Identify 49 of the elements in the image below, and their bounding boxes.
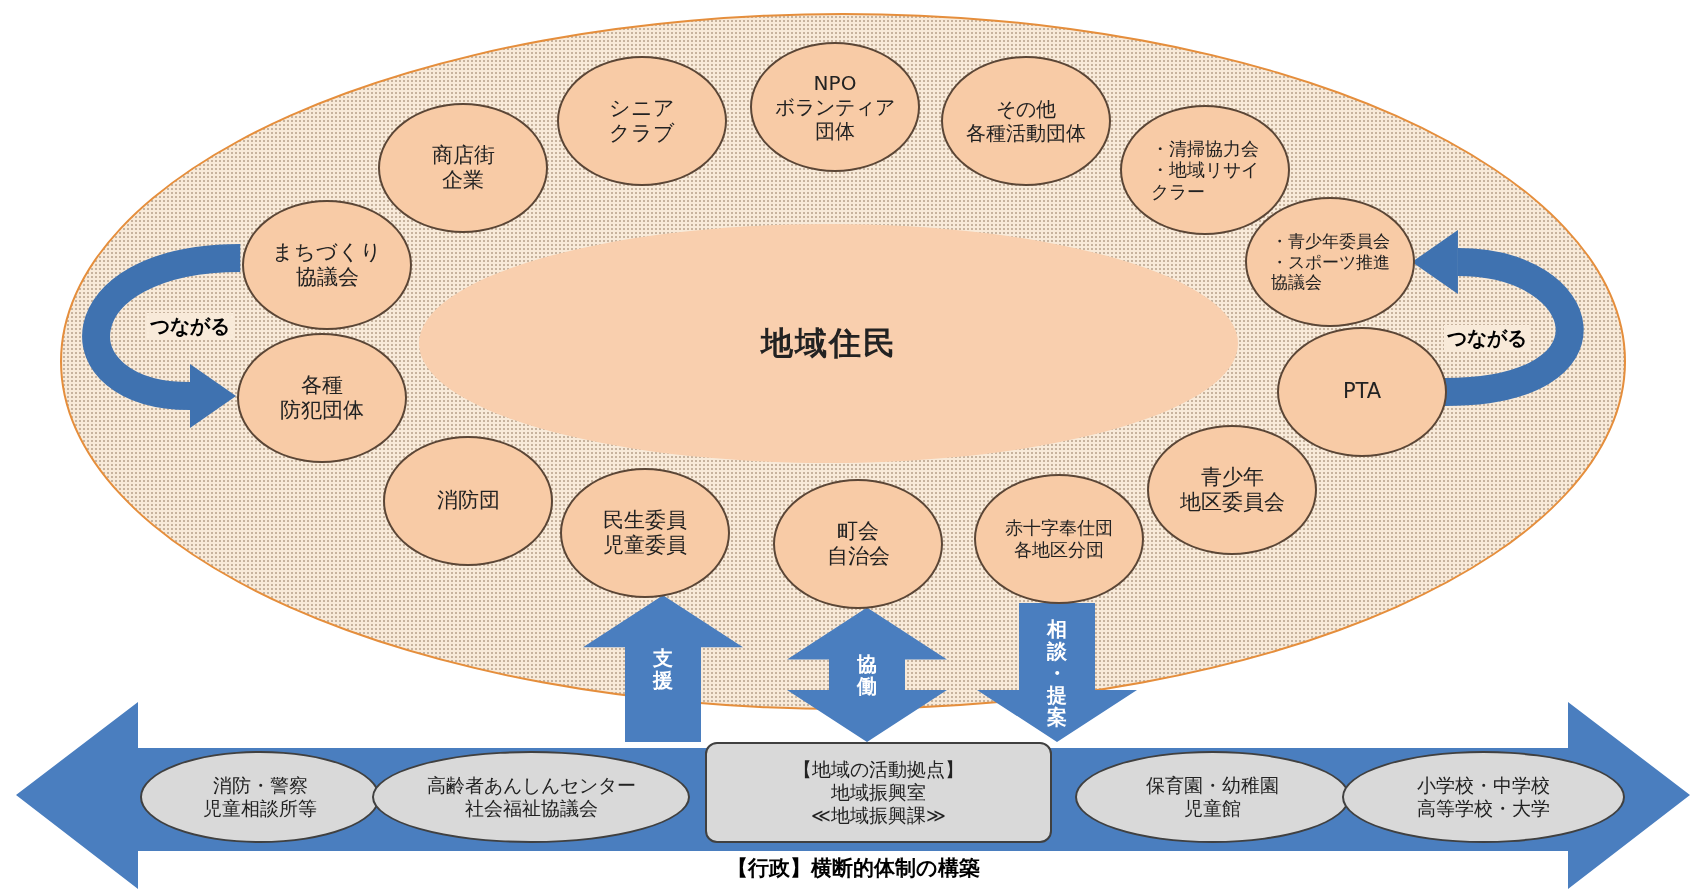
edge-label: 相談・提案: [1047, 617, 1067, 728]
group-circle: [1245, 197, 1415, 327]
group-circle: [237, 333, 407, 463]
group-circle: [1277, 327, 1447, 457]
node-label: 【地域の活動拠点】: [793, 758, 964, 782]
node-label: 赤十字奉仕団各地区分団: [1005, 517, 1113, 561]
group-circle: [242, 200, 412, 330]
node-label: NPOボランティア団体: [775, 71, 895, 143]
arrow: [977, 603, 1137, 742]
group-circle: [1147, 425, 1317, 555]
group-circle: [557, 56, 727, 186]
node-label: 町会自治会: [826, 518, 890, 570]
group-circle: [560, 468, 730, 598]
node-label: 消防団: [436, 488, 500, 514]
node-label: ・青少年委員会: [1270, 231, 1390, 252]
node-label: ・スポーツ推進協議会: [1270, 251, 1390, 293]
edge-label: つながる: [1444, 324, 1530, 352]
node-label: ≪地域振興課≫: [811, 803, 946, 827]
arrow: [787, 607, 947, 742]
node-label: 民生委員児童委員: [603, 507, 687, 559]
node-label: 消防・警察児童相談所等: [203, 774, 317, 820]
node-label: 地域振興室: [831, 781, 926, 804]
group-circle: [974, 474, 1144, 604]
node-label: 高齢者あんしんセンター社会福祉協議会: [426, 774, 636, 820]
edge-label: 支援: [653, 646, 673, 691]
edge-label: 協働: [857, 652, 877, 697]
node-label: 青少年地区委員会: [1179, 464, 1285, 516]
node-label: 保育園・幼稚園児童館: [1145, 774, 1279, 820]
node-label: その他各種活動団体: [966, 97, 1086, 145]
group-circle: [773, 479, 943, 609]
center-label: 地域住民: [760, 324, 897, 363]
node-label: ・清掃協力会: [1151, 137, 1259, 160]
arrow: [583, 595, 743, 742]
node-label: 各種防犯団体: [280, 372, 364, 424]
node-label: PTA: [1342, 379, 1382, 405]
group-circle: [750, 42, 920, 172]
node-label: 商店街企業: [431, 142, 495, 194]
group-circle: [1120, 105, 1290, 235]
center-ellipse: [419, 224, 1238, 463]
node-label: シニアクラブ: [609, 95, 675, 147]
edge-label: つながる: [147, 312, 233, 340]
node-label: まちづくり協議会: [272, 239, 382, 291]
group-circle: [378, 103, 548, 233]
group-circle: [383, 436, 553, 566]
hub-box: [705, 742, 1052, 843]
node-label: ・地域リサイクラー: [1151, 159, 1259, 203]
node-label: 小学校・中学校高等学校・大学: [1416, 774, 1550, 820]
band-caption: 【行政】横断的体制の構築: [726, 856, 980, 880]
group-circle: [941, 56, 1111, 186]
